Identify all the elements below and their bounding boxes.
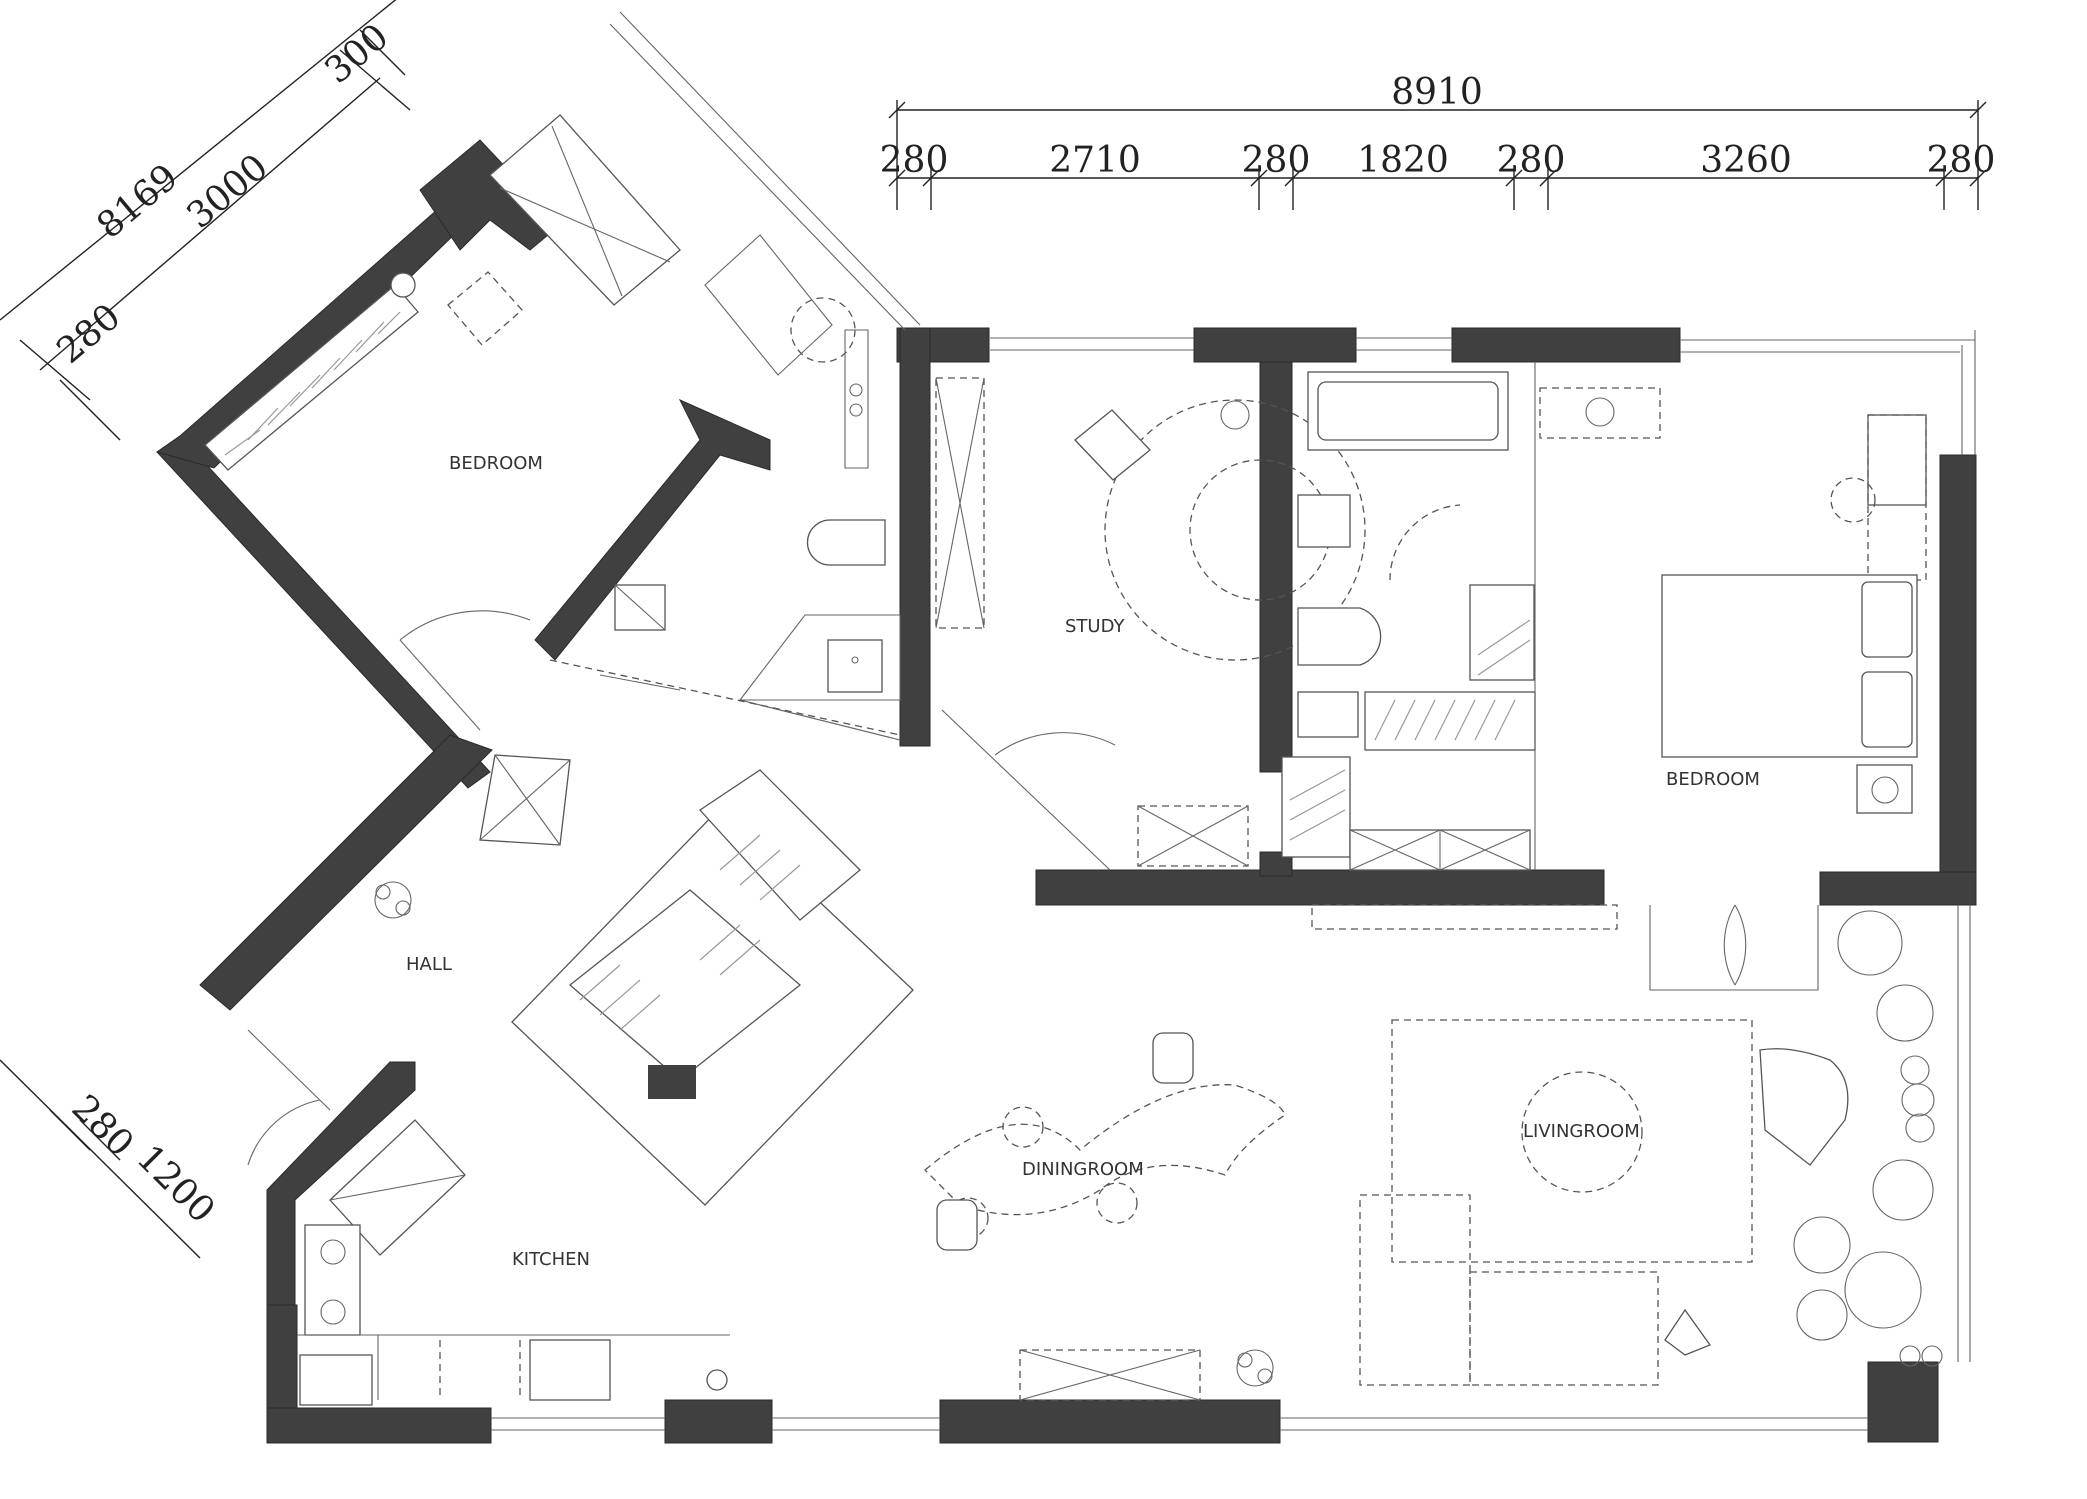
- wall-bedroom-right-side: [1939, 454, 1977, 906]
- room-label-bedroom-right: BEDROOM: [1666, 769, 1760, 790]
- wall-kitchen-corner: [266, 1061, 416, 1306]
- wall-bottom-b: [664, 1399, 773, 1444]
- pouf-right-bedroom: [1830, 477, 1876, 523]
- dim-lower-seg-b: 1200: [129, 1137, 223, 1231]
- dining-table-curved: [924, 1084, 1286, 1216]
- dim-top-seg-1: 280: [880, 140, 949, 181]
- sofa-living-left: [1359, 1194, 1471, 1386]
- dim-diag-total: 8169: [89, 157, 186, 247]
- room-label-bedroom-left: BEDROOM: [449, 453, 543, 474]
- wall-bottom-c: [939, 1399, 1281, 1444]
- dining-area: [924, 1032, 1286, 1401]
- chair-study: [1074, 409, 1151, 481]
- wall-bottom-d: [1867, 1361, 1939, 1443]
- toilet-left-bathroom: [806, 519, 886, 566]
- window-bench-wing: [489, 114, 681, 306]
- kitchen-island: [511, 769, 914, 1206]
- shelf-closet-lower: [1281, 756, 1351, 858]
- dim-diag-seg-c: 280: [49, 296, 128, 372]
- room-label-diningroom: DININGROOM: [1022, 1159, 1144, 1180]
- room-label-hall: HALL: [406, 954, 452, 975]
- dining-sideboard: [1019, 1349, 1201, 1401]
- right-bathroom: [1281, 362, 1536, 871]
- dim-top-seg-3: 280: [1242, 140, 1311, 181]
- wardrobe-left-bedroom: [204, 284, 419, 471]
- nightstand-right-bedroom: [1856, 764, 1913, 814]
- right-bedroom-furniture: [1311, 387, 1927, 991]
- room-label-kitchen: KITCHEN: [512, 1249, 590, 1270]
- plant-dining: [1236, 1349, 1274, 1387]
- door-swing-bathroom: [1389, 504, 1461, 581]
- dim-top-seg-2: 2710: [1049, 140, 1141, 181]
- plants-balcony: [1793, 910, 1943, 1367]
- living-rug: [1391, 1019, 1753, 1263]
- door-swing-study: [994, 732, 1116, 756]
- wall-kitchen-left: [266, 1304, 298, 1409]
- living-area: [1359, 910, 1943, 1386]
- wall-top-c: [1451, 327, 1681, 363]
- dim-diag-seg-a: 3000: [179, 147, 276, 237]
- vanity-right-bedroom: [1539, 387, 1661, 439]
- armchair-living: [1759, 1048, 1849, 1166]
- wall-study-left: [899, 327, 931, 747]
- dim-diag-seg-b: 300: [317, 16, 396, 92]
- dining-chair-a: [1002, 1106, 1044, 1148]
- wall-top-b: [1193, 327, 1357, 363]
- sink-right-bathroom: [1297, 494, 1351, 548]
- windows: [491, 11, 1976, 1431]
- dim-top-seg-5: 280: [1497, 140, 1566, 181]
- dining-chair-e: [936, 1199, 978, 1251]
- island-block: [648, 1065, 696, 1099]
- room-label-study: STUDY: [1065, 616, 1125, 637]
- left-bedroom-furniture: [204, 114, 869, 471]
- lamp-study: [1220, 400, 1250, 430]
- coffee-table-living: [1521, 1071, 1643, 1193]
- wardrobe-closet: [1364, 691, 1536, 751]
- study-furniture: [935, 377, 1366, 871]
- kitchen-area: [297, 1119, 730, 1406]
- wall-wing-inner: [534, 398, 771, 661]
- lamp-left-bedroom: [390, 272, 416, 298]
- wall-bedroom-left-outer: [156, 435, 491, 789]
- room-labels: BEDROOM STUDY BEDROOM HALL DININGROOM LI…: [406, 453, 1760, 1270]
- sink-kitchen: [529, 1339, 611, 1401]
- sink-left-bathroom: [827, 639, 883, 693]
- top-dimension-lines: 8910 280 2710 280 1820 280 3260 280: [880, 72, 1996, 210]
- wall-bottom-a: [266, 1407, 492, 1444]
- wardrobe-right-bedroom: [1867, 414, 1927, 506]
- wall-study-bath: [1259, 361, 1293, 773]
- dim-lower-seg-a: 280: [64, 1087, 142, 1165]
- chair-left-bedroom: [447, 271, 523, 346]
- room-label-livingroom: LIVINGROOM: [1523, 1121, 1640, 1142]
- wall-bedroom-right-bottom: [1819, 871, 1977, 906]
- desk-arc-study: [1104, 399, 1366, 661]
- sofa-living-bottom: [1469, 1271, 1659, 1386]
- plant-hall: [374, 881, 412, 919]
- hall-area: [247, 610, 914, 1206]
- wall-central-bottom: [1035, 869, 1605, 906]
- dining-chair-d: [1152, 1032, 1194, 1084]
- walls: [155, 139, 1977, 1444]
- wardrobe-study: [935, 377, 985, 629]
- fridge-kitchen: [299, 1354, 373, 1406]
- wall-wing-tip: [419, 139, 561, 251]
- lamp-kitchen: [706, 1369, 728, 1391]
- sideboard-study: [1137, 805, 1249, 867]
- side-table-living: [1664, 1308, 1712, 1356]
- shelf-closet: [1469, 584, 1535, 681]
- door-swing-hall: [399, 610, 531, 641]
- dining-chair-b: [1096, 1182, 1138, 1224]
- left-bathroom: [599, 519, 901, 741]
- wall-hall-diagonal: [199, 734, 493, 1011]
- cooktop-kitchen: [304, 1224, 361, 1336]
- dim-top-seg-4: 1820: [1357, 140, 1449, 181]
- dim-top-seg-7: 280: [1927, 140, 1996, 181]
- dim-top-total: 8910: [1391, 72, 1483, 113]
- toilet-right-bathroom: [1297, 607, 1382, 666]
- door-swing-entry: [247, 1099, 321, 1166]
- dim-top-seg-6: 3260: [1700, 140, 1792, 181]
